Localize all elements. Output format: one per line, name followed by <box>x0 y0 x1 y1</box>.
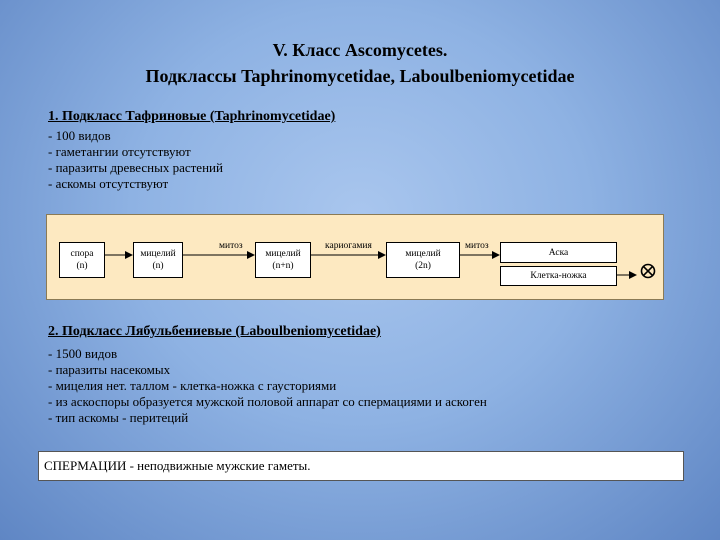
list-item: - 1500 видов <box>48 346 118 361</box>
box-mycelium-n: мицелий (n) <box>133 242 183 278</box>
label-mitosis-2: митоз <box>465 241 489 251</box>
cross-circle-icon <box>640 263 656 279</box>
list-item: - из аскоспоры образуется мужской полово… <box>48 394 487 409</box>
box-label: мицелий <box>405 249 441 259</box>
list-item: - паразиты насекомых <box>48 362 171 377</box>
list-item: - паразиты древесных растений <box>48 160 223 175</box>
section2-heading: 2. Подкласс Лябульбениевые (Laboulbeniom… <box>48 324 381 339</box>
box-spore: спора (n) <box>59 242 105 278</box>
box-mycelium-n-plus-n: мицелий (n+n) <box>255 242 311 278</box>
box-label: спора <box>70 249 94 259</box>
box-ploidy: (n) <box>76 261 88 271</box>
slide-title-line1: V. Класс Ascomycetes. <box>272 40 448 60</box>
box-mycelium-2n: мицелий (2n) <box>386 242 460 278</box>
list-item: - 100 видов <box>48 128 111 143</box>
definition-note: СПЕРМАЦИИ - неподвижные мужские гаметы. <box>38 451 684 481</box>
box-label: мицелий <box>140 249 176 259</box>
label-karyogamy: кариогамия <box>325 241 372 251</box>
box-ascus: Аска <box>500 242 617 263</box>
box-ploidy: (n) <box>152 261 164 271</box>
ascus-label: Аска <box>548 247 569 258</box>
list-item: - мицелия нет. таллом - клетка-ножка с г… <box>48 378 337 393</box>
section1-heading: 1. Подкласс Тафриновые (Taphrinomycetida… <box>48 109 336 124</box>
box-stalk-cell: Клетка-ножка <box>500 266 617 286</box>
list-item: - гаметангии отсутствуют <box>48 144 191 159</box>
diagram-arrows <box>104 251 637 279</box>
box-ploidy: (n+n) <box>272 261 294 271</box>
section1-list: - 100 видов - гаметангии отсутствуют - п… <box>48 128 223 192</box>
list-item: - аскомы отсутствуют <box>48 176 169 191</box>
box-ploidy: (2n) <box>415 261 431 271</box>
stalk-cell-label: Клетка-ножка <box>530 271 587 281</box>
slide-title-line2: Подклассы Taphrinomycetidae, Laboulbenio… <box>145 66 575 86</box>
section2-list: - 1500 видов - паразиты насекомых - мице… <box>48 346 487 426</box>
life-cycle-diagram: спора (n) мицелий (n) мицелий (n+n) мице… <box>46 214 664 300</box>
list-item: - тип аскомы - перитеций <box>48 410 189 425</box>
box-label: мицелий <box>265 249 301 259</box>
label-mitosis-1: митоз <box>219 241 243 251</box>
